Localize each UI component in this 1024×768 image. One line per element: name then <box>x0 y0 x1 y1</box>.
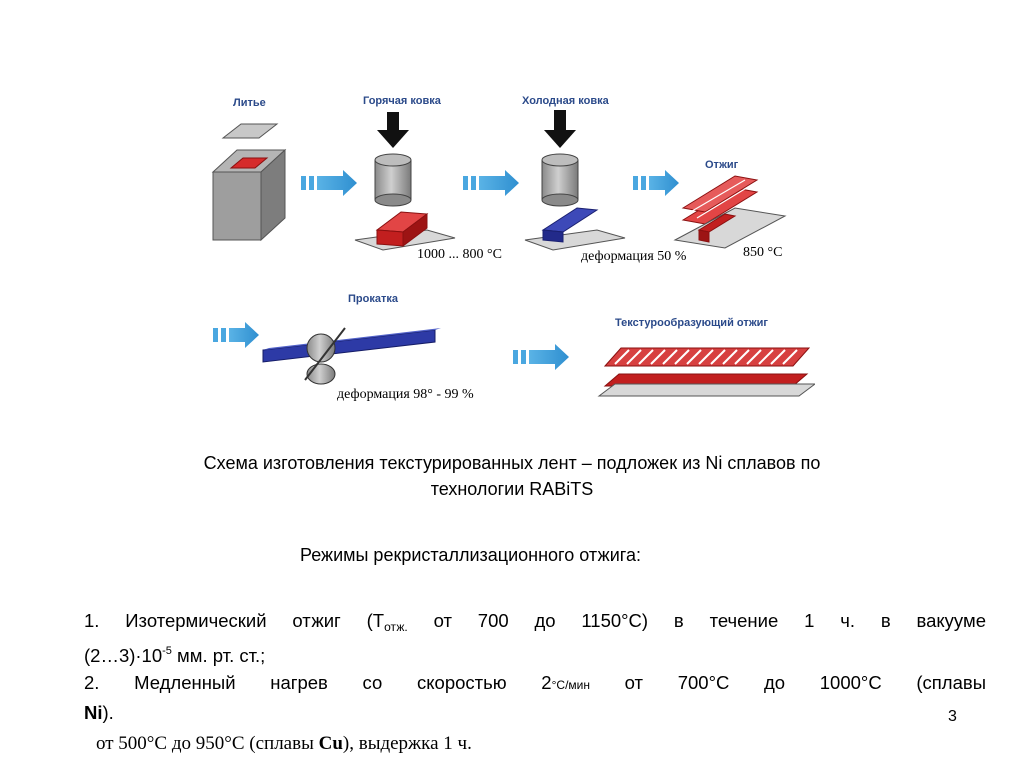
process-arrow-1 <box>301 170 357 196</box>
label-rolling: Прокатка <box>348 293 399 305</box>
cold-forging-deformation: деформация 50 % <box>581 249 687 264</box>
caption-line-2: технологии RABiTS <box>430 479 594 499</box>
annealing-mode-2-cu: от 500°С до 950°С (сплавы Cu), выдержка … <box>96 733 472 754</box>
annealing-temperature: 850 °C <box>743 245 782 260</box>
process-arrow-5 <box>513 344 569 370</box>
hot-forging-temperature: 1000 ... 800 °C <box>417 247 502 262</box>
label-hot-forging: Горячая ковка <box>363 95 442 107</box>
annealing-modes-heading: Режимы рекристаллизационного отжига: <box>300 545 641 565</box>
label-annealing: Отжиг <box>705 159 739 171</box>
rabits-process-diagram: Литье Горячая ковка Холодная ковка Отжиг… <box>211 95 815 402</box>
casting-mold <box>211 123 287 242</box>
page-number: 3 <box>948 708 957 725</box>
annealing-mode-2-cont: Ni). <box>84 702 114 723</box>
cold-forging-press <box>524 110 626 251</box>
figure-caption: Схема изготовления текстурированных лент… <box>40 450 984 502</box>
process-arrow-2 <box>463 170 519 196</box>
rolling-deformation: деформация 98° - 99 % <box>337 387 474 402</box>
annealing-furnace <box>673 175 787 249</box>
process-arrow-3 <box>633 170 679 196</box>
texture-annealing-furnace <box>597 347 815 397</box>
annealing-mode-1-cont: (2…3)·10-5 мм. рт. ст.; <box>84 645 266 666</box>
rolling-mill <box>262 327 441 385</box>
label-cold-forging: Холодная ковка <box>522 95 610 107</box>
label-texture-annealing: Текстурообразующий отжиг <box>615 317 768 329</box>
process-arrow-4 <box>213 322 259 348</box>
caption-line-1: Схема изготовления текстурированных лент… <box>203 453 821 473</box>
annealing-mode-1: 1. Изотермический отжиг (Тотж. от 700 до… <box>84 610 986 634</box>
label-casting: Литье <box>233 97 266 109</box>
annealing-mode-2: 2. Медленный нагрев со скоростью 2°С/мин… <box>84 672 986 693</box>
hot-forging-press <box>354 112 456 251</box>
